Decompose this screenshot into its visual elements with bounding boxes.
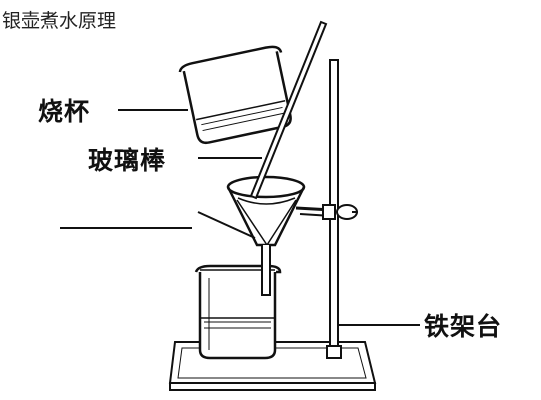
pouring-beaker xyxy=(178,45,292,145)
label-glass-rod: 玻璃棒 xyxy=(88,146,167,175)
label-beaker: 烧杯 xyxy=(38,97,91,126)
leader-line-blank xyxy=(197,211,256,239)
label-iron-stand: 铁架台 xyxy=(424,312,503,341)
clamp-holder xyxy=(295,204,358,220)
funnel xyxy=(226,175,306,296)
page-title: 银壶煮水原理 xyxy=(2,10,117,32)
glass-rod xyxy=(249,20,328,200)
